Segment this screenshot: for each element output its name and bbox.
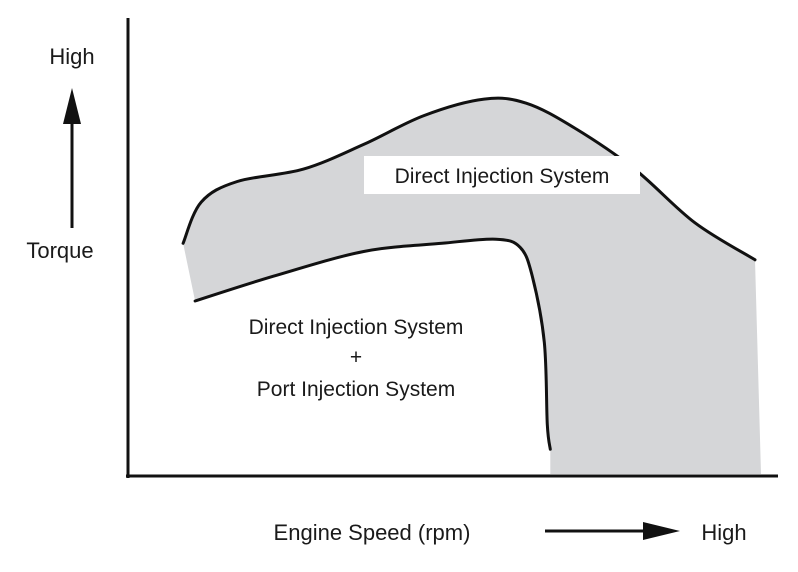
combined-label-line-1: Direct Injection System (249, 316, 464, 339)
y-direction-label: High (49, 44, 94, 69)
direct-injection-curve (181, 96, 757, 262)
direct-injection-label: Direct Injection System (395, 165, 610, 188)
y-direction-arrow-head (63, 88, 81, 124)
y-axis-label: Torque (26, 238, 93, 263)
x-direction-label: High (701, 520, 746, 545)
combined-label-line-2: Port Injection System (257, 378, 455, 401)
combined-label-plus: + (350, 346, 362, 369)
direct-injection-label-box (364, 156, 640, 194)
x-axis-label: Engine Speed (rpm) (274, 520, 471, 545)
direct-injection-only-region (183, 98, 762, 474)
combined-injection-curve (193, 237, 552, 451)
x-direction-arrow-head (643, 522, 680, 540)
